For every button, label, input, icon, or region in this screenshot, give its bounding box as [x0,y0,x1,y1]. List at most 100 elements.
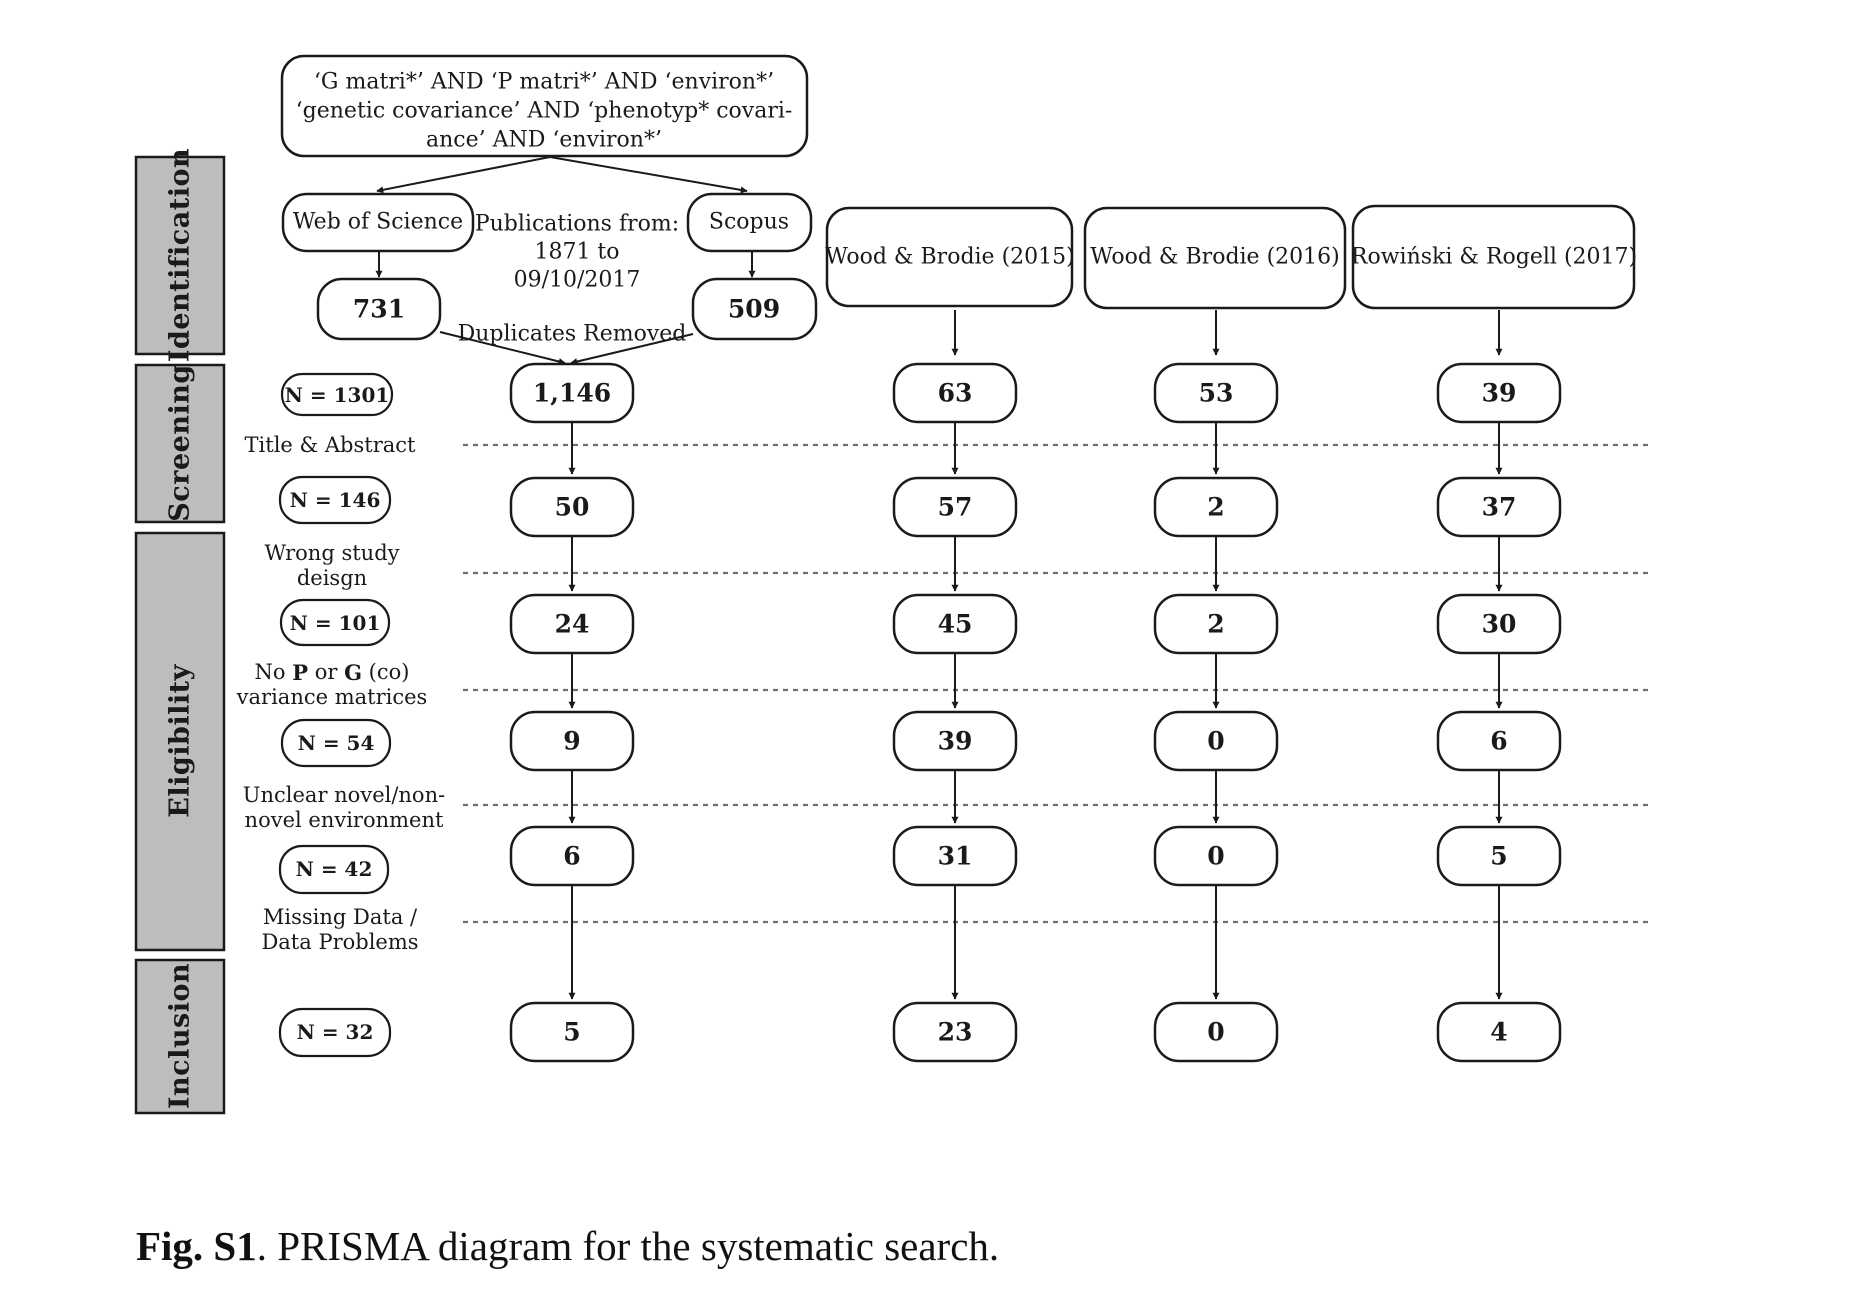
search-query-box: ‘G matri*’ AND ‘P matri*’ AND ‘environ*’… [280,54,809,158]
total-label-6: N = 32 [297,1020,374,1044]
publications-line-3: 09/10/2017 [514,268,641,293]
arrow-scopus-merge [570,333,694,365]
count-value-rowinski-rogell-2017-6: 4 [1490,1018,1507,1047]
count-box-database-1: 1,146 [509,362,635,424]
caption-text: . PRISMA diagram for the systematic sear… [256,1223,1000,1269]
total-row-3: N = 101 [279,598,391,647]
stage-label-identification: Identification [165,148,196,362]
total-row-6: N = 32 [278,1007,392,1058]
extra-source-box-1: Wood & Brodie (2015) [825,206,1075,308]
count-value-database-2: 50 [555,493,590,522]
count-box-wood-brodie-2016-2: 2 [1153,476,1279,538]
count-value-wood-brodie-2015-6: 23 [938,1018,973,1047]
count-value-wood-brodie-2015-5: 31 [938,842,973,871]
exclusion-unclear-environment-line-1: Unclear novel/non- [243,783,445,807]
count-box-wood-brodie-2015-5: 31 [892,825,1018,887]
count-value-rowinski-rogell-2017-3: 30 [1482,610,1517,639]
publications-line-2: 1871 to [534,240,619,265]
count-box-wood-brodie-2015-4: 39 [892,710,1018,772]
count-box-wood-brodie-2016-4: 0 [1153,710,1279,772]
count-box-rowinski-rogell-2017-4: 6 [1436,710,1562,772]
total-row-5: N = 42 [278,844,390,895]
count-value-database-6: 5 [563,1018,580,1047]
extra-source-box-3: Rowiński & Rogell (2017) [1351,204,1637,310]
count-box-database-4: 9 [509,710,635,772]
scopus-box: Scopus [686,192,813,253]
count-box-database-3: 24 [509,593,635,655]
count-value-wood-brodie-2016-4: 0 [1207,727,1224,756]
web-of-science-count-box: 731 [316,277,442,341]
count-value-database-5: 6 [563,842,580,871]
total-row-4: N = 54 [280,718,392,768]
exclusion-missing-data-line-2: Data Problems [261,930,418,954]
count-value-rowinski-rogell-2017-2: 37 [1482,493,1517,522]
stage-label-inclusion: Inclusion [165,963,196,1109]
count-value-wood-brodie-2015-3: 45 [938,610,973,639]
exclusion-no-matrices-text: No P or G (co) [255,660,410,685]
total-row-2: N = 146 [278,475,392,525]
scopus-count: 509 [728,295,780,324]
stage-label-eligibility: Eligibility [165,663,196,817]
count-value-rowinski-rogell-2017-1: 39 [1482,379,1517,408]
count-box-wood-brodie-2015-2: 57 [892,476,1018,538]
count-box-rowinski-rogell-2017-1: 39 [1436,362,1562,424]
exclusion-missing-data-line-1: Missing Data / [263,905,418,929]
count-box-wood-brodie-2016-3: 2 [1153,593,1279,655]
figure-caption: Fig. S1. PRISMA diagram for the systemat… [136,1222,999,1270]
exclusion-unclear-environment-line-2: novel environment [245,808,444,832]
stage-screening: Screening [134,363,226,524]
count-box-database-6: 5 [509,1001,635,1063]
query-line-2: ‘genetic covariance’ AND ‘phenotyp* cova… [296,99,793,124]
scopus-count-box: 509 [691,277,818,341]
arrow-query-to-scopus [549,156,748,194]
exclusion-title-abstract: Title & Abstract [245,433,416,457]
total-label-1: N = 1301 [285,383,390,407]
totals-column: N = 1301 N = 146 N = 101 N = 54 N = 42 N… [278,372,394,1058]
arrow-wos-merge [439,331,566,365]
scopus-label: Scopus [709,210,789,235]
count-value-database-3: 24 [555,610,590,639]
extra-source-label-2: Wood & Brodie (2016) [1090,245,1339,270]
count-box-wood-brodie-2015-6: 23 [892,1001,1018,1063]
count-value-wood-brodie-2015-2: 57 [938,493,973,522]
count-columns: 1,146 50 24 9 6 5 63 57 45 39 31 23 53 2 2 0 0 0 39 37 30 6 5 4 [509,362,1562,1063]
web-of-science-label: Web of Science [293,210,463,235]
count-value-database-1: 1,146 [533,379,611,408]
count-box-database-2: 50 [509,476,635,538]
count-box-rowinski-rogell-2017-5: 5 [1436,825,1562,887]
count-value-wood-brodie-2015-1: 63 [938,379,973,408]
count-box-database-5: 6 [509,825,635,887]
count-box-wood-brodie-2015-3: 45 [892,593,1018,655]
extra-source-label-1: Wood & Brodie (2015) [825,245,1074,270]
count-box-wood-brodie-2016-5: 0 [1153,825,1279,887]
web-of-science-count: 731 [353,295,405,324]
stage-label-screening: Screening [165,364,196,521]
count-value-database-4: 9 [563,727,580,756]
total-label-4: N = 54 [298,731,375,755]
stage-identification: Identification [134,148,226,362]
caption-label: Fig. S1 [136,1223,257,1269]
stage-inclusion: Inclusion [134,958,226,1115]
count-box-wood-brodie-2015-1: 63 [892,362,1018,424]
stage-bars: Identification Screening Eligibility Inc… [134,148,226,1115]
count-value-wood-brodie-2016-1: 53 [1199,379,1234,408]
count-box-rowinski-rogell-2017-2: 37 [1436,476,1562,538]
duplicates-removed-label: Duplicates Removed [458,322,687,347]
count-value-rowinski-rogell-2017-5: 5 [1490,842,1507,871]
query-line-3: ance’ AND ‘environ*’ [426,128,662,153]
total-label-2: N = 146 [290,488,381,512]
extra-source-label-3: Rowiński & Rogell (2017) [1351,245,1637,270]
exclusion-no-matrices-line-2: variance matrices [236,685,428,709]
total-row-1: N = 1301 [280,372,394,417]
count-box-wood-brodie-2016-6: 0 [1153,1001,1279,1063]
exclusion-labels: Title & Abstract Wrong study deisgn No P… [236,433,446,954]
count-value-wood-brodie-2016-6: 0 [1207,1018,1224,1047]
exclusion-wrong-design-line-1: Wrong study [264,541,399,565]
arrow-query-to-wos [376,156,551,194]
extra-source-box-2: Wood & Brodie (2016) [1083,206,1347,310]
web-of-science-box: Web of Science [281,192,475,253]
count-value-wood-brodie-2016-3: 2 [1207,610,1224,639]
total-label-5: N = 42 [296,857,373,881]
exclusion-wrong-design-line-2: deisgn [297,566,367,590]
